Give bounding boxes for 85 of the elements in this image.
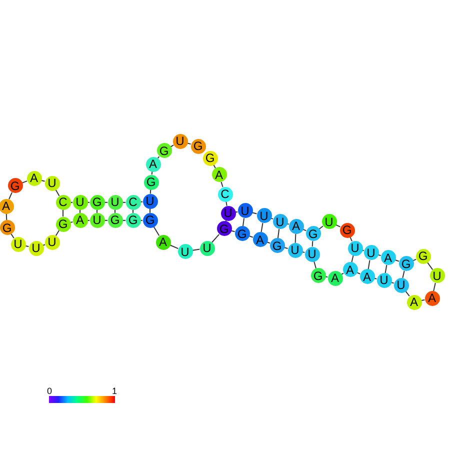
backbone-line (6, 213, 8, 221)
nucleotide-circle: G (216, 221, 232, 236)
backbone-line (153, 226, 160, 236)
nucleotide-circle: A (342, 262, 358, 278)
nucleotide-circle: U (142, 194, 158, 209)
nucleotide-circle: G (306, 226, 320, 242)
nucleotide-circle: U (220, 206, 236, 221)
nucleotide-circle: A (424, 290, 440, 306)
scale-label: 0 (47, 386, 52, 396)
nucleotide-circle: A (156, 234, 170, 250)
nucleotide-circle: U (430, 268, 444, 284)
nucleotide-circle: G (90, 194, 104, 210)
nucleotide-circle: U (364, 245, 378, 260)
backbone-line (55, 230, 60, 236)
nucleotide-circle: G (126, 212, 140, 228)
nucleotide-circle: G (340, 222, 354, 238)
backbone-line (433, 282, 436, 292)
nucleotide-circle: U (44, 234, 60, 250)
base-pair-line (368, 260, 370, 270)
nucleotide-circle: G (416, 248, 430, 264)
nucleotide-circle: A (252, 232, 268, 248)
nucleotide-circle: G (270, 238, 284, 254)
backbone-line (10, 233, 14, 239)
nucleotide-circle: A (146, 156, 160, 172)
backbone-line (169, 244, 179, 250)
nucleotide-circle: U (44, 176, 60, 191)
nucleotide-circle: G (0, 220, 14, 236)
nucleotide-circle: A (212, 167, 226, 182)
nucleotide-circle: A (406, 294, 422, 310)
backbone-line (220, 181, 224, 188)
nucleotide-circle: C (126, 194, 140, 210)
nucleotide-circle: U (288, 242, 302, 258)
nucleotide-circle: A (26, 170, 42, 186)
nucleotide-circle: A (0, 198, 14, 214)
nucleotide-circle: A (328, 270, 342, 286)
nucleotide-circle: G (144, 174, 158, 190)
nucleotide-circle: G (108, 212, 122, 228)
nucleotide-circle: G (190, 138, 206, 154)
nucleotide-circle: G (142, 212, 158, 228)
base-pair-line (132, 209, 134, 214)
base-pair-line (242, 218, 245, 227)
nucleotide-circle: U (394, 278, 408, 293)
nucleotide-circle: U (200, 240, 214, 256)
nucleotide-circle: U (108, 194, 122, 210)
nucleotide-circle: U (10, 236, 26, 252)
nucleotide-circle: G (310, 268, 326, 284)
base-pair-line (294, 233, 296, 244)
nucleotide-circle: U (178, 244, 192, 260)
backbone-line (8, 192, 12, 200)
nucleotide-circle: G (156, 143, 172, 158)
backbone-line (426, 262, 434, 270)
nucleotide-circle: U (256, 208, 272, 224)
base-pair-line (260, 222, 264, 233)
nucleotide-circle: U (28, 240, 44, 256)
nucleotide-circle: U (238, 203, 252, 218)
base-pair-line (62, 209, 64, 217)
nucleotide-circle: G (56, 216, 70, 232)
scale-label: 1 (112, 386, 118, 396)
backbone-line (55, 189, 60, 196)
nucleotide-circle: A (360, 269, 374, 284)
nucleotide-circle: U (348, 240, 362, 256)
base-pair-line (312, 240, 314, 247)
base-pair-line (114, 209, 116, 214)
nucleotide-circle: A (288, 218, 304, 234)
nucleotide-circle: C (56, 194, 70, 210)
nucleotide-circle: G (398, 256, 414, 272)
nucleotide-circle: A (380, 250, 396, 266)
nucleotide-circle: U (272, 214, 288, 230)
nucleotide-circle: G (8, 178, 22, 194)
nucleotide-circle: G (234, 226, 250, 242)
nucleotide-circle: U (304, 246, 320, 262)
nucleotide-circle: A (72, 212, 88, 228)
nucleotide-circle: U (322, 214, 336, 230)
nucleotide-circle: U (172, 134, 188, 149)
base-pair-line (277, 228, 280, 239)
backbone-line (192, 248, 200, 251)
base-pair-line (384, 264, 388, 274)
backbone-line (211, 234, 220, 243)
base-pair-line (402, 270, 405, 278)
nucleotide-circle: U (376, 272, 392, 288)
base-pair-line (96, 209, 98, 214)
nucleotide-circle: G (202, 150, 218, 166)
nucleotide-circle: C (218, 186, 232, 202)
nucleotide-circle: U (72, 194, 88, 210)
nucleotide-circle: U (90, 212, 104, 228)
